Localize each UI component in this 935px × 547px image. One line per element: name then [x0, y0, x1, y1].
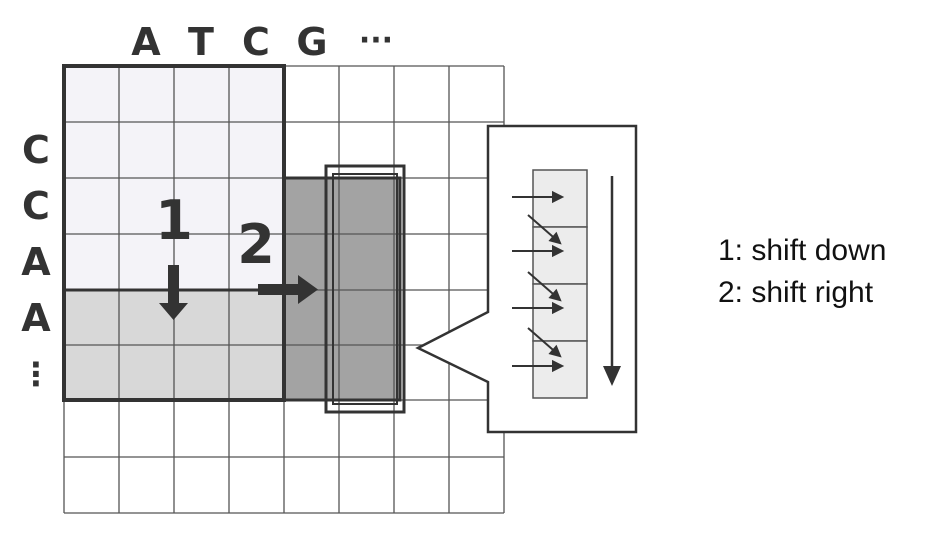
arrow-head-icon — [552, 301, 565, 315]
left-sequence-ellipsis: ⋮ — [20, 355, 52, 393]
callout-cell — [532, 226, 588, 285]
left-sequence-letter: A — [21, 240, 51, 284]
arrow-head-icon — [548, 344, 562, 358]
arrow-head-icon — [552, 244, 565, 258]
arrow-head-icon — [548, 231, 562, 245]
callout-column-cells — [532, 169, 588, 399]
top-sequence-letter: A — [131, 20, 161, 64]
arrow-down-icon — [159, 265, 188, 320]
step-number-down: 1 — [155, 189, 193, 252]
arrow-head-icon — [552, 359, 565, 373]
top-sequence-letter: C — [242, 20, 270, 64]
left-sequence: C C A A ⋮ — [20, 128, 52, 393]
legend-item-shift-down: 1: shift down — [718, 234, 887, 267]
top-sequence-letter: G — [296, 20, 327, 64]
arrow-head-icon — [552, 190, 565, 204]
arrow-right-icon — [258, 275, 318, 304]
left-sequence-letter: C — [22, 184, 50, 228]
selected-column-inner-box — [332, 173, 398, 405]
legend-item-shift-right: 2: shift right — [718, 276, 874, 309]
top-sequence-letter: T — [188, 20, 214, 64]
arrow-head-icon — [548, 288, 562, 302]
left-sequence-letter: C — [22, 128, 50, 172]
left-sequence-letter: A — [21, 296, 51, 340]
column-scan-down-arrow-icon — [603, 176, 621, 386]
callout-cell — [532, 340, 588, 399]
callout-arrows — [512, 190, 565, 373]
selected-column-outer-box — [324, 164, 406, 414]
callout-cell — [532, 283, 588, 342]
column-detail-callout — [415, 124, 638, 434]
top-sequence-ellipsis: ··· — [359, 23, 393, 58]
step-number-right: 2 — [237, 213, 275, 276]
legend: 1: shift down 2: shift right — [718, 230, 886, 314]
top-sequence: A T C G ··· — [131, 20, 393, 64]
